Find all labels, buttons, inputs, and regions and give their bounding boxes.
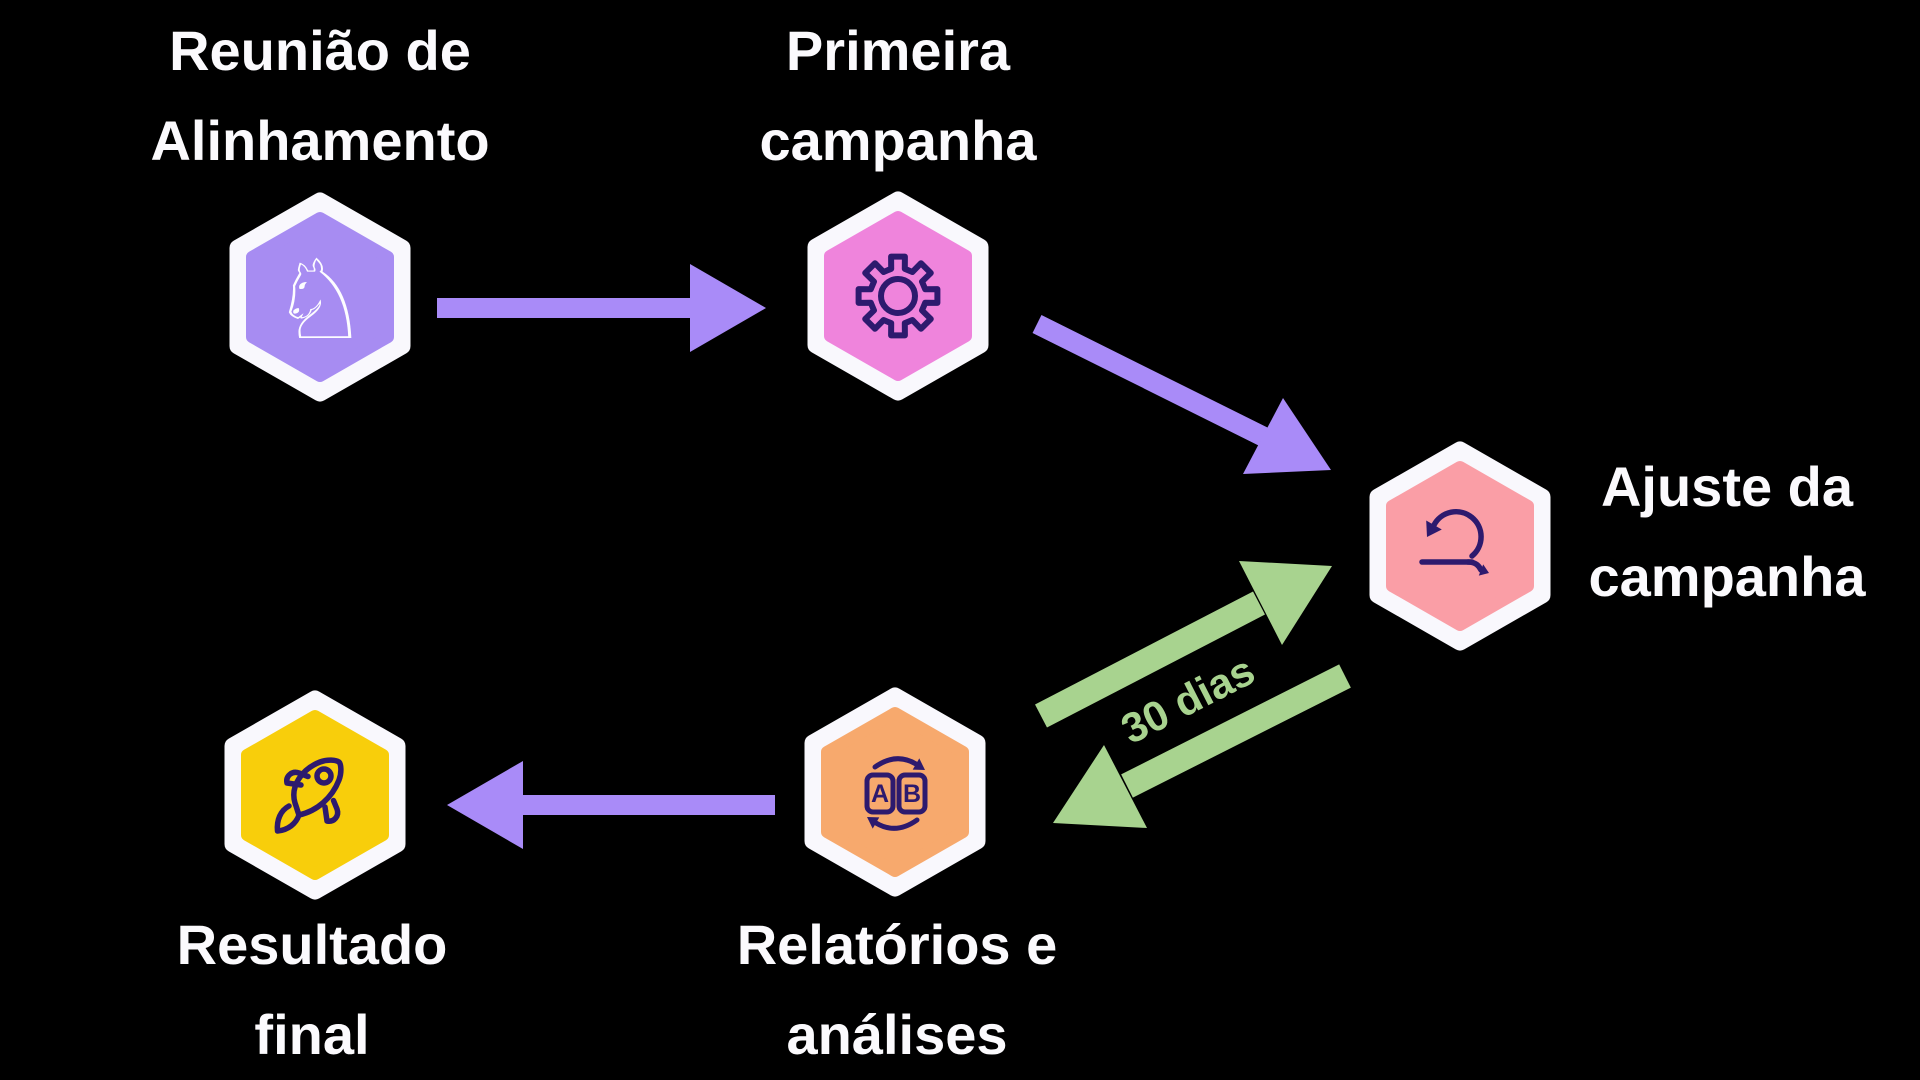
iteration-loop-icon [1419,508,1489,576]
rocket-window [314,766,334,786]
hexagon-fill [824,211,972,381]
letter-a: A [871,780,889,808]
node-ajuste-campanha [1369,441,1551,651]
gear-icon [855,253,941,339]
a-card [864,772,896,815]
arrow-ajuste-to-relatorios-green [1053,664,1351,828]
chess-knight-icon: ♘ [271,236,370,364]
hexagon-fill [246,212,394,382]
label-line: Alinhamento [150,109,490,172]
label-line: Relatórios e [736,913,1058,976]
node-resultado-final [224,690,406,900]
node-reuniao-alinhamento: ♘ [229,192,411,402]
label-line: final [254,1003,370,1066]
label-resultado-final: Resultado final [177,900,448,1080]
swap-arrowhead-top [912,758,925,770]
label-line: Resultado [176,913,448,976]
label-line: Ajuste da [1600,455,1854,518]
label-relatorios-analises: Relatórios e análises [737,900,1058,1080]
gear-teeth [855,253,941,339]
label-line: campanha [759,109,1037,172]
rocket-icon [274,757,344,834]
label-line: Reunião de [169,19,471,82]
rocket-fin-bottom [322,797,341,824]
rocket-fin-top [284,769,311,788]
arrow-primeira-to-ajuste [1032,315,1331,474]
label-primeira-campanha: Primeira campanha [760,6,1037,186]
gear-hole [878,276,918,316]
arrow-relatorios-to-resultado [447,761,775,849]
label-line: campanha [1588,545,1866,608]
swap-arrowhead-bottom [867,817,880,829]
rocket-exhaust [274,803,302,834]
exit-hook [1465,559,1484,573]
exit-arrowhead [1478,564,1489,576]
ab-test-icon: A B [864,756,928,831]
letter-b: B [903,780,921,808]
loop-circle [1431,508,1484,559]
label-line: análises [786,1003,1008,1066]
hexagon-fill [1386,461,1534,631]
hexagon-fill [241,710,389,880]
arrow-reuniao-to-primeira [437,264,766,352]
swap-arc-top [872,756,919,770]
loop-arrowhead [1426,520,1442,537]
label-ajuste-campanha: Ajuste da campanha [1589,442,1866,622]
node-primeira-campanha [807,191,989,401]
swap-arc-bottom [873,817,920,831]
b-card [896,772,928,815]
node-relatorios-analises: A B [804,687,986,897]
label-reuniao-alinhamento: Reunião de Alinhamento [150,6,489,186]
label-line: Primeira [785,19,1011,82]
arrow-relatorios-to-ajuste-green [1035,561,1332,728]
